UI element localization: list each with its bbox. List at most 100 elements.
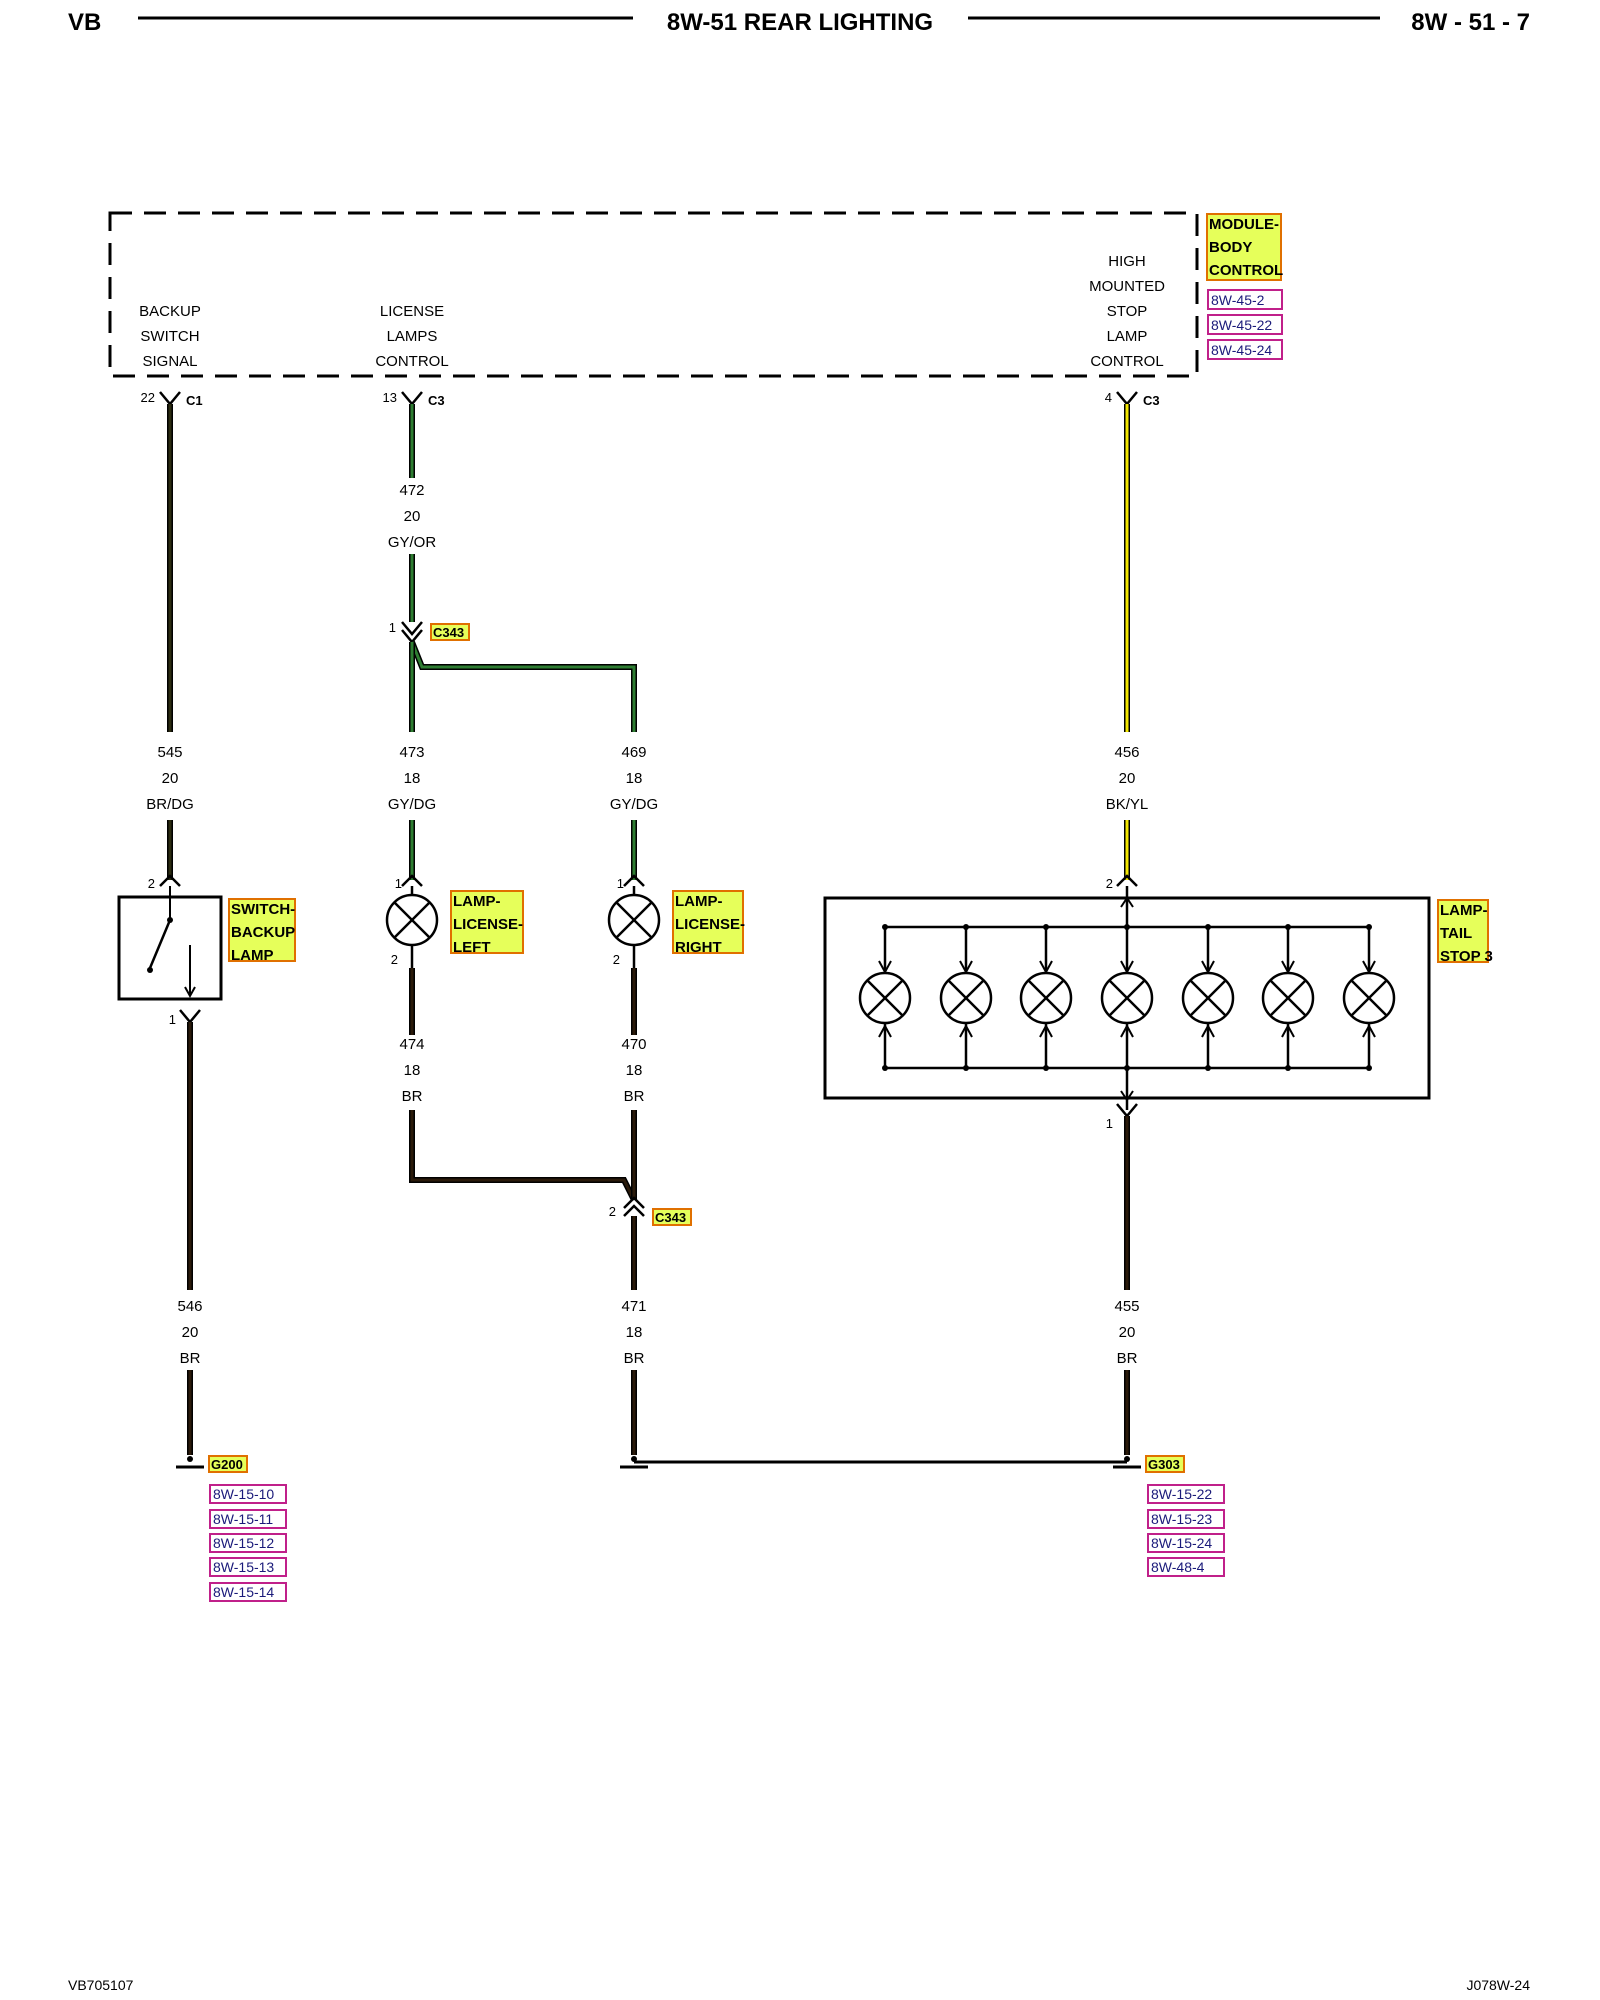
lamp-right-name-3: RIGHT: [675, 939, 722, 956]
wire-label-546: 546 20 BR: [177, 1298, 202, 1367]
page-title: 8W-51 REAR LIGHTING: [667, 9, 933, 36]
module-name-line-2: BODY: [1209, 239, 1252, 256]
switch-name-highlight: [228, 898, 296, 962]
c343-bottom-label: C343: [655, 1210, 686, 1225]
conn-c3-chmsl: C3: [1143, 393, 1160, 408]
lamp-right-pin-1: 1: [617, 876, 624, 891]
wire-469-outline: [409, 640, 637, 732]
module-ref-2[interactable]: 8W-45-22: [1211, 317, 1272, 333]
fn-backup-3: SIGNAL: [142, 353, 197, 370]
switch-blade: [148, 919, 172, 969]
tail-bulb-1: [858, 924, 912, 1071]
w470-gauge: 18: [626, 1062, 643, 1079]
w456-gauge: 20: [1119, 770, 1136, 787]
tail-bulb-3: [1019, 924, 1073, 1071]
wire-label-474: 474 18 BR: [399, 1036, 424, 1105]
wire-label-471: 471 18 BR: [621, 1298, 646, 1367]
w456-num: 456: [1114, 744, 1139, 761]
w474-color: BR: [402, 1088, 423, 1105]
lamp-right-name-2: LICENSE-: [675, 916, 745, 933]
fn-license-1: LICENSE: [380, 303, 444, 320]
g303-highlight: [1145, 1455, 1185, 1473]
w469-color: GY/DG: [610, 796, 658, 813]
w546-color: BR: [180, 1350, 201, 1367]
footer-right: J078W-24: [1466, 1977, 1530, 1993]
g303-refs[interactable]: 8W-15-22 8W-15-23 8W-15-24 8W-48-4: [1147, 1484, 1225, 1577]
module-ref-3[interactable]: 8W-45-24: [1211, 342, 1272, 358]
w455-color: BR: [1117, 1350, 1138, 1367]
tail-pin-1: 1: [1106, 1116, 1113, 1131]
wire-label-472: 472 20 GY/OR: [384, 478, 440, 554]
w545-gauge: 20: [162, 770, 179, 787]
wire-label-456: 456 20 BK/YL: [1106, 744, 1149, 813]
g303-ref-3[interactable]: 8W-15-24: [1151, 1535, 1212, 1551]
switch-pin-2: 2: [148, 876, 155, 891]
pin-4: 4: [1105, 390, 1112, 405]
module-ref-box-2[interactable]: [1207, 314, 1283, 335]
g303-ref-2[interactable]: 8W-15-23: [1151, 1511, 1212, 1527]
g200-highlight: [208, 1455, 248, 1473]
w546-num: 546: [177, 1298, 202, 1315]
g200-ref-5[interactable]: 8W-15-14: [213, 1584, 274, 1600]
module-ref-box-1[interactable]: [1207, 289, 1283, 310]
switch-pin-1: 1: [169, 1012, 176, 1027]
lamp-license-left: 1 2 LAMP- LICENSE- LEFT: [385, 874, 524, 968]
lamp-tail-stop-3: 2 1 LAMP- TAIL STOP 3: [823, 874, 1493, 1131]
fn-chmsl-1: HIGH: [1108, 253, 1146, 270]
g200-ref-4[interactable]: 8W-15-13: [213, 1559, 274, 1575]
lamp-left-name-1: LAMP-: [453, 893, 501, 910]
tail-bulb-2: [939, 924, 993, 1071]
lamp-left-pin-1: 1: [395, 876, 402, 891]
module-ref-1[interactable]: 8W-45-2: [1211, 292, 1265, 308]
module-name-line-3: CONTROL: [1209, 262, 1283, 279]
c343-pin-2: 2: [609, 1204, 616, 1219]
tail-name-2: TAIL: [1440, 925, 1472, 942]
c343-top-label: C343: [433, 625, 464, 640]
wire-474: [410, 1110, 636, 1201]
switch-name-1: SWITCH-: [231, 901, 295, 918]
c343-top-connector: 1 C343: [389, 620, 470, 644]
w469-num: 469: [621, 744, 646, 761]
module-ref-box-3[interactable]: [1207, 339, 1283, 360]
w474-gauge: 18: [404, 1062, 421, 1079]
c343-pin-1: 1: [389, 620, 396, 635]
w473-gauge: 18: [404, 770, 421, 787]
tail-bulb-5: [1181, 924, 1235, 1071]
fn-license-2: LAMPS: [387, 328, 438, 345]
g200-ref-2[interactable]: 8W-15-11: [213, 1511, 273, 1527]
w456-color: BK/YL: [1106, 796, 1149, 813]
footer-left: VB705107: [68, 1977, 134, 1993]
module-pin-license: 13 C3: [383, 390, 445, 408]
w471-num: 471: [621, 1298, 646, 1315]
lamp-right-pin-2: 2: [613, 952, 620, 967]
tail-bulbs: [858, 924, 1396, 1071]
wire-label-455: 455 20 BR: [1114, 1298, 1139, 1367]
w472-gauge: 20: [404, 508, 421, 525]
fn-backup-1: BACKUP: [139, 303, 201, 320]
switch-name-2: BACKUP: [231, 924, 295, 941]
wire-label-469: 469 18 GY/DG: [610, 744, 658, 813]
wire-label-545: 545 20 BR/DG: [140, 736, 200, 816]
g303-ref-1[interactable]: 8W-15-22: [1151, 1486, 1212, 1502]
wire-469: [410, 641, 636, 732]
g200-ref-1[interactable]: 8W-15-10: [213, 1486, 274, 1502]
module-pin-backup: 22 C1: [141, 390, 203, 408]
w455-num: 455: [1114, 1298, 1139, 1315]
fn-backup-2: SWITCH: [140, 328, 199, 345]
g200-refs[interactable]: 8W-15-10 8W-15-11 8W-15-12 8W-15-13 8W-1…: [209, 1484, 287, 1602]
tail-bulb-4: [1100, 924, 1154, 1071]
pin-22: 22: [141, 390, 155, 405]
g200-ref-3[interactable]: 8W-15-12: [213, 1535, 274, 1551]
page-number: 8W - 51 - 7: [1411, 9, 1530, 36]
fn-chmsl-3: STOP: [1107, 303, 1148, 320]
tail-bulb-6: [1261, 924, 1315, 1071]
conn-c1: C1: [186, 393, 203, 408]
g200-label: G200: [211, 1457, 243, 1472]
w472-num: 472: [399, 482, 424, 499]
module-refs[interactable]: 8W-45-2 8W-45-22 8W-45-24: [1207, 289, 1283, 360]
w471-color: BR: [624, 1350, 645, 1367]
g303-ref-4[interactable]: 8W-48-4: [1151, 1559, 1205, 1575]
license-lamps-control-label: LICENSE LAMPS CONTROL: [375, 303, 448, 370]
lamp-license-right: 1 2 LAMP- LICENSE- RIGHT: [607, 874, 745, 968]
